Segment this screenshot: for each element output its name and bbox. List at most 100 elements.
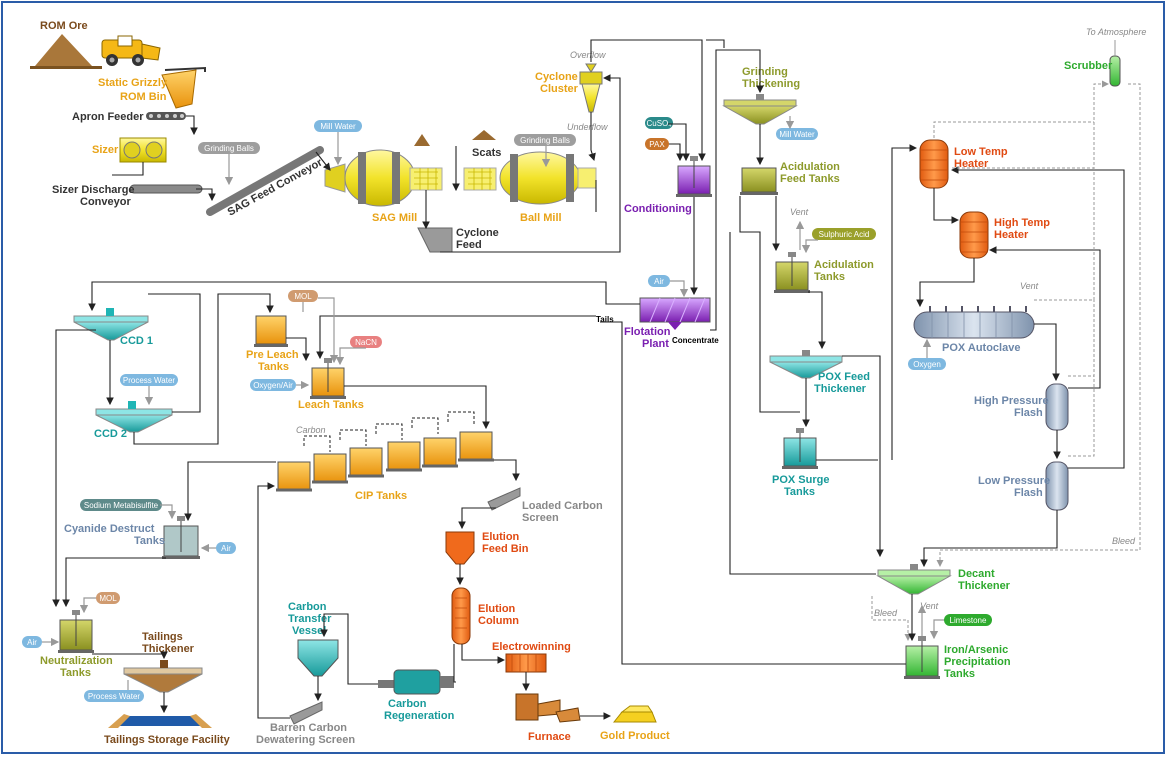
ore-heap-icon (414, 134, 430, 146)
mill-water-tag-2: Mill Water (776, 128, 818, 140)
ball-mill-label: Ball Mill (520, 212, 562, 224)
elution-column-label-1: Elution (478, 603, 516, 615)
carbon-transfer-label-2: Transfer (288, 613, 332, 625)
tailings-thickener-icon (123, 660, 203, 693)
svg-text:Limestone: Limestone (950, 616, 987, 625)
sag-mill-icon (324, 149, 443, 207)
cyanide-destruct-label-2: Tanks (134, 535, 165, 547)
mol-tag-1: MOL (288, 290, 318, 302)
electrowinning-cell-icon (505, 653, 547, 673)
cyclone-cluster-icon (579, 63, 603, 113)
lp-flash-label-1: Low Pressure (978, 475, 1050, 487)
barren-carbon-label-1: Barren Carbon (270, 722, 347, 734)
cyclone-feed-label-1: Cyclone (456, 227, 499, 239)
cyclone-feed-label-2: Feed (456, 239, 482, 251)
elution-column-icon (451, 587, 471, 645)
process-water-tag-1: Process Water (120, 374, 178, 386)
to-atmosphere-label: To Atmosphere (1086, 27, 1146, 37)
high-temp-heater-label-1: High Temp (994, 217, 1050, 229)
svg-text:NaCN: NaCN (355, 338, 377, 347)
carbon-transfer-label-1: Carbon (288, 601, 327, 613)
sizer-icon (119, 137, 167, 163)
tailings-thickener-label-1: Tailings (142, 631, 183, 643)
apron-feeder-label: Apron Feeder (72, 111, 144, 123)
pox-feed-thickener-label-2: Thickener (814, 383, 867, 395)
tailings-thickener-label-2: Thickener (142, 643, 195, 655)
furnace-icon (515, 693, 581, 723)
pax-tag: PAX (645, 138, 669, 150)
elution-feed-bin-label-1: Elution (482, 531, 520, 543)
neutralization-tank-icon (58, 610, 94, 653)
neutralization-label-2: Tanks (60, 667, 91, 679)
acidulation-tank-icon (774, 252, 810, 293)
iron-arsenic-tank-icon (904, 636, 940, 679)
iron-arsenic-label-2: Precipitation (944, 656, 1011, 668)
sag-mill-label: SAG Mill (372, 212, 417, 224)
iron-arsenic-label-3: Tanks (944, 668, 975, 680)
acidulation-feed-label-1: Acidulation (780, 161, 840, 173)
mol-tag-2: MOL (96, 592, 120, 604)
air-tag-2: Air (216, 542, 236, 554)
air-tag-1: Air (648, 275, 670, 287)
loaded-carbon-screen-icon (487, 487, 521, 511)
sizer-discharge-label-1: Sizer Discharge (52, 184, 135, 196)
scrubber-icon (1109, 40, 1121, 87)
acidulation-tanks-label-2: Tanks (814, 271, 845, 283)
grinding-balls-tag-2: Grinding Balls (514, 134, 576, 146)
hp-flash-label-1: High Pressure (974, 395, 1049, 407)
acidulation-feed-tank-icon (740, 167, 778, 195)
rom-ore-label: ROM Ore (40, 20, 88, 32)
high-temp-heater-icon (959, 211, 989, 259)
mill-water-tag-1: Mill Water (314, 120, 362, 132)
elution-column-label-2: Column (478, 615, 519, 627)
carbon-transfer-label-3: Vessel (292, 625, 326, 637)
tailings-storage-facility-label: Tailings Storage Facility (104, 734, 231, 746)
oxygen-tag: Oxygen (908, 358, 946, 370)
apron-feeder-icon (146, 112, 186, 120)
pox-surge-label-1: POX Surge (772, 474, 829, 486)
pox-autoclave-label: POX Autoclave (942, 342, 1020, 354)
grinding-thickening-label-2: Thickening (742, 78, 800, 90)
sizer-discharge-conveyor-icon (129, 184, 203, 194)
gold-product-label: Gold Product (600, 730, 670, 742)
svg-text:Oxygen/Air: Oxygen/Air (253, 381, 293, 390)
ccd2-thickener-icon (95, 401, 173, 433)
low-temp-heater-label-1: Low Temp (954, 146, 1008, 158)
pox-autoclave-icon (913, 306, 1035, 339)
tailings-storage-facility-icon (108, 714, 212, 728)
svg-text:Process Water: Process Water (88, 692, 140, 701)
neutralization-label-1: Neutralization (40, 655, 113, 667)
bleed-label-1: Bleed (1112, 536, 1136, 546)
svg-text:Process Water: Process Water (123, 376, 175, 385)
loaded-carbon-label-2: Screen (522, 512, 559, 524)
grinding-balls-tag-1: Grinding Balls (198, 142, 260, 154)
low-temp-heater-icon (919, 139, 949, 189)
barren-carbon-screen-icon (289, 701, 323, 725)
flow-lines (42, 39, 1141, 720)
conditioning-tank-icon (676, 156, 712, 197)
nacn-tag: NaCN (350, 336, 382, 348)
iron-arsenic-label-1: Iron/Arsenic (944, 644, 1008, 656)
acidulation-tanks-label-1: Acidulation (814, 259, 874, 271)
carbon-regeneration-kiln-icon (378, 669, 454, 695)
pre-leach-label-2: Tanks (258, 361, 289, 373)
pox-feed-thickener-icon (769, 350, 843, 379)
carbon-label: Carbon (296, 425, 326, 435)
svg-text:Mill Water: Mill Water (779, 130, 815, 139)
ccd2-label: CCD 2 (94, 428, 127, 440)
pox-surge-tank-icon (782, 428, 818, 469)
svg-text:PAX: PAX (649, 140, 665, 149)
scats-heap-icon (472, 130, 496, 140)
svg-text:Air: Air (654, 277, 664, 286)
sag-feed-conveyor-icon (206, 146, 324, 216)
cip-tanks-label: CIP Tanks (355, 490, 407, 502)
svg-text:MOL: MOL (294, 292, 312, 301)
low-temp-heater-label-2: Heater (954, 158, 989, 170)
scats-label: Scats (472, 147, 501, 159)
cyclone-cluster-label-1: Cyclone (535, 71, 578, 83)
cyanide-destruct-label-1: Cyanide Destruct (64, 523, 155, 535)
electrowinning-label: Electrowinning (492, 641, 571, 653)
overflow-label: Overflow (570, 50, 606, 60)
